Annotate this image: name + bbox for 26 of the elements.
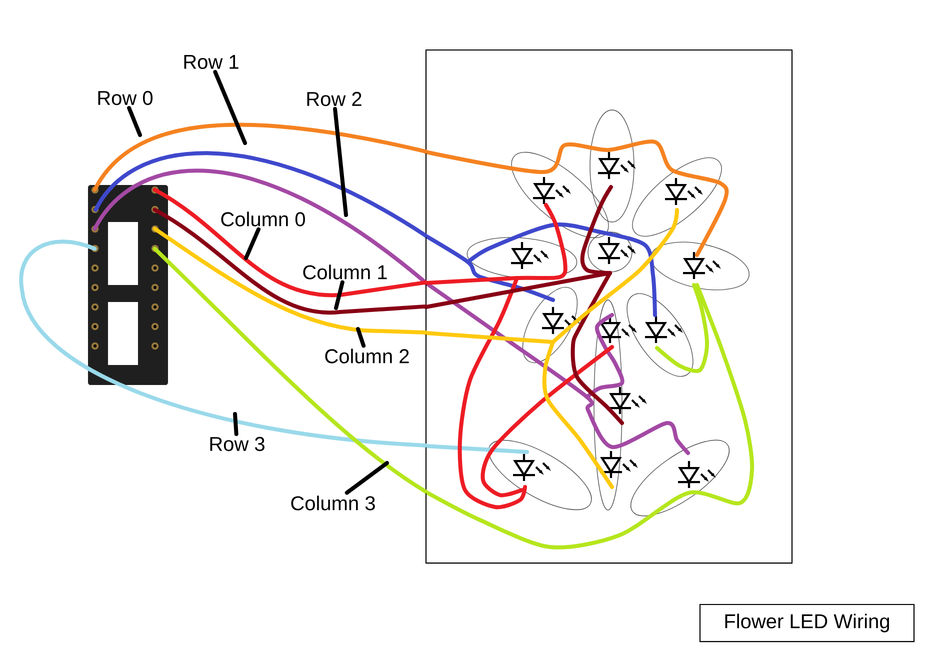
wire-label: Column 3 — [291, 496, 375, 510]
wire — [152, 226, 428, 334]
wire-label: Row 1 — [184, 55, 238, 69]
leader-line — [127, 106, 142, 137]
wire-label: Row 2 — [307, 92, 362, 106]
wire-label: Column 1 — [303, 264, 387, 280]
wire-label: Row 3 — [210, 436, 264, 452]
wire-label: Column 2 — [325, 348, 409, 364]
leader-line — [333, 107, 348, 217]
leader-line — [334, 280, 344, 310]
led-board-outline — [425, 49, 793, 564]
leader-line — [356, 327, 366, 348]
wire — [152, 208, 428, 314]
leader-line — [244, 227, 261, 260]
wire — [94, 151, 428, 238]
wire-label: Row 0 — [98, 90, 153, 106]
wire — [19, 240, 428, 448]
leader-line — [344, 461, 389, 495]
leader-line — [233, 412, 238, 436]
wire — [152, 246, 428, 494]
title-box: Flower LED Wiring — [699, 604, 915, 642]
leader-line — [213, 70, 247, 145]
wire-label: Column 0 — [221, 212, 305, 226]
ic-socket-drawing — [88, 185, 168, 385]
wire — [92, 122, 428, 192]
wire — [152, 188, 428, 297]
